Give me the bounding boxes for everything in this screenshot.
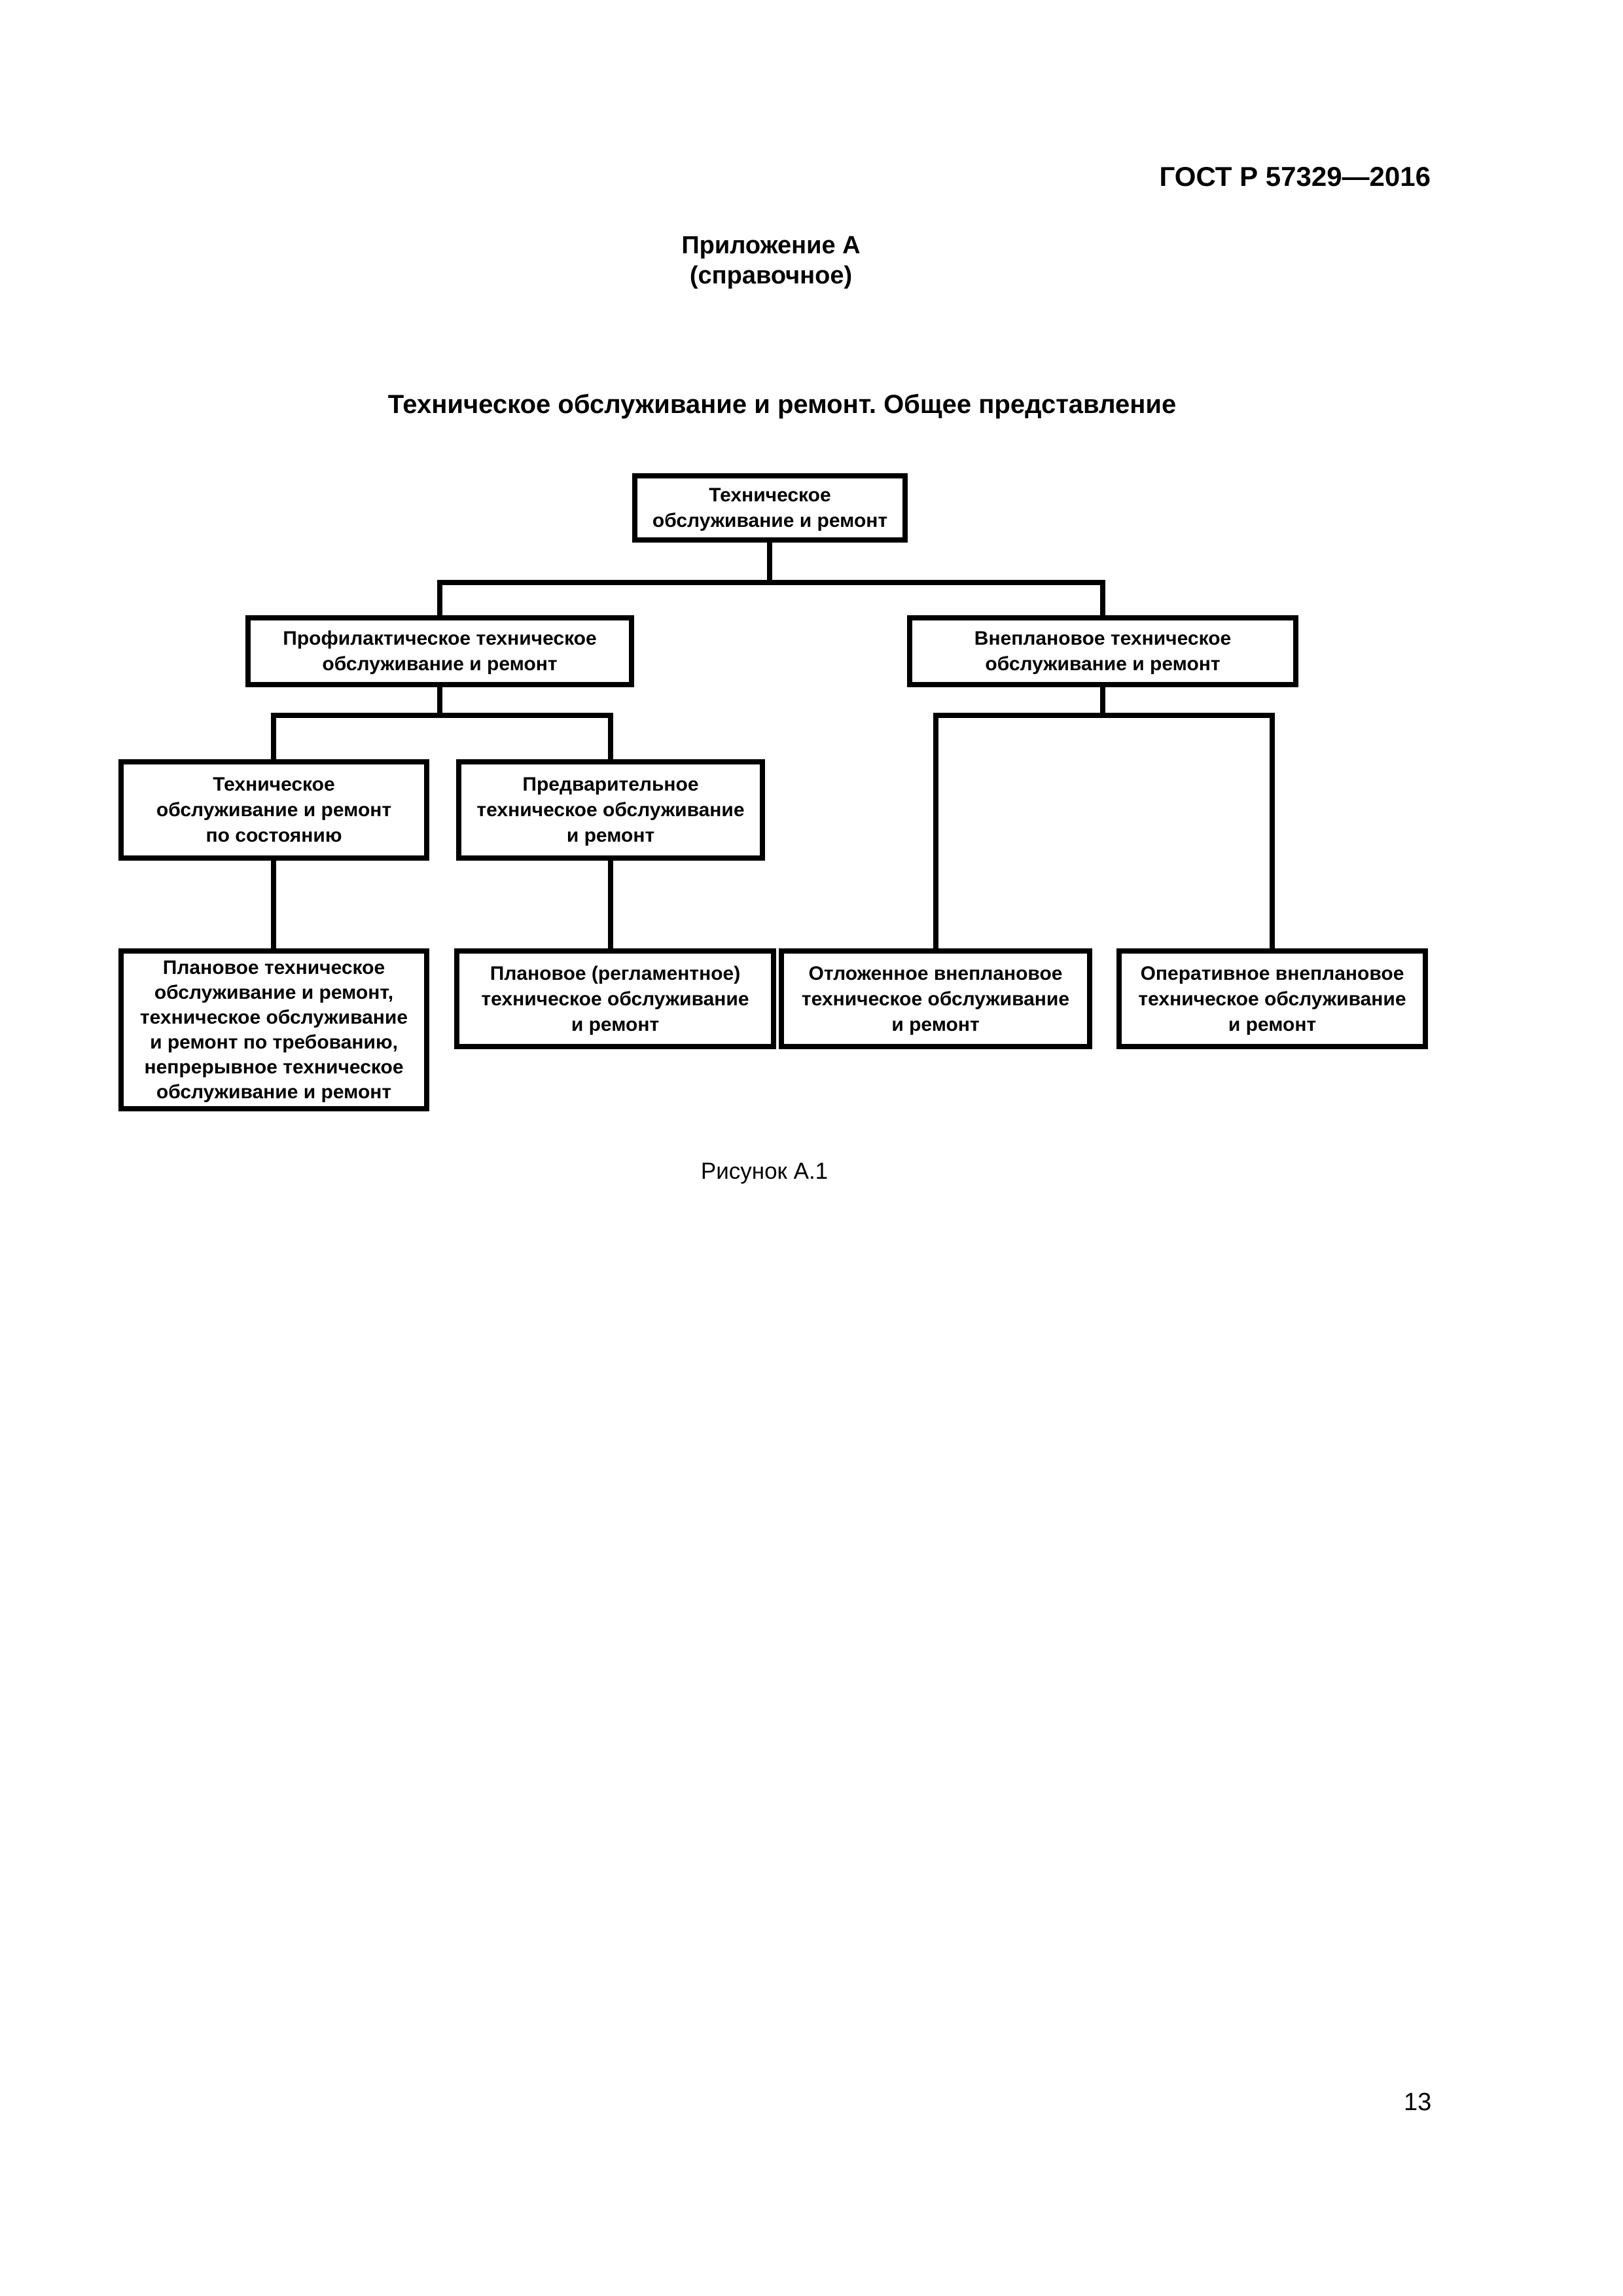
connector-left-drop-2 — [608, 713, 613, 762]
node-unscheduled-maintenance: Внеплановое техническое обслуживание и р… — [907, 615, 1298, 687]
page-number: 13 — [1404, 2089, 1432, 2116]
standard-code-header: ГОСТ Р 57329—2016 — [1159, 161, 1431, 192]
connector-right-drop-1 — [933, 713, 938, 951]
appendix-title: Приложение А — [681, 232, 861, 259]
node-scheduled-regulated-maintenance: Плановое (регламентное) техническое обсл… — [454, 948, 776, 1049]
connector-level1-hbar — [437, 580, 1105, 585]
node-deferred-unscheduled-maintenance: Отложенное внеплановое техническое обслу… — [779, 948, 1092, 1049]
connector-left-hbar — [271, 713, 613, 718]
connector-level1-drop-right — [1100, 580, 1105, 618]
node-maintenance-root: Техническое обслуживание и ремонт — [632, 473, 908, 543]
node-immediate-unscheduled-maintenance: Оперативное внеплановое техническое обсл… — [1116, 948, 1428, 1049]
connector-right-drop-2 — [1270, 713, 1275, 951]
node-scheduled-on-request-continuous-maintenance: Плановое техническое обслуживание и ремо… — [118, 948, 429, 1111]
node-predetermined-maintenance: Предварительное техническое обслуживание… — [456, 759, 765, 861]
connector-right-hbar — [933, 713, 1275, 718]
node-preventive-maintenance: Профилактическое техническое обслуживани… — [245, 615, 634, 687]
connector-condition-stem — [271, 858, 276, 951]
connector-level1-drop-left — [437, 580, 442, 618]
connector-predetermined-stem — [608, 858, 613, 951]
node-condition-based-maintenance: Техническое обслуживание и ремонт по сос… — [118, 759, 429, 861]
connector-preventive-stem — [437, 685, 442, 718]
connector-unscheduled-stem — [1100, 685, 1105, 718]
figure-caption: Рисунок А.1 — [700, 1158, 829, 1184]
appendix-heading: Приложение А (справочное) — [681, 230, 860, 291]
figure-title: Техническое обслуживание и ремонт. Общее… — [387, 390, 1177, 419]
connector-root-stem — [767, 540, 772, 585]
connector-left-drop-1 — [271, 713, 276, 762]
appendix-subtitle: (справочное) — [689, 262, 853, 289]
